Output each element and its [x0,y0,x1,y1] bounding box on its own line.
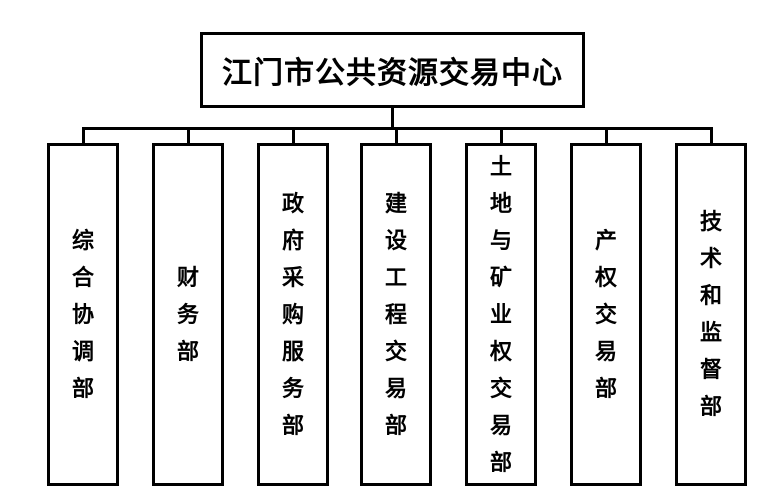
dept-node-4: 建设工程交易部 [360,143,432,486]
connector-stub-1 [82,127,85,145]
dept-node-3: 政府采购服务部 [257,143,329,486]
dept-node-2-label: 财务部 [176,264,199,365]
connector-stub-2 [187,127,190,145]
dept-node-4-label: 建设工程交易部 [384,190,407,439]
root-node-label: 江门市公共资源交易中心 [222,56,563,91]
dept-node-7-label: 技术和监督部 [699,209,722,420]
dept-node-6: 产权交易部 [570,143,642,486]
connector-trunk [391,105,394,130]
connector-stub-6 [605,127,608,145]
dept-node-2: 财务部 [152,143,224,486]
connector-stub-3 [292,127,295,145]
connector-stub-4 [395,127,398,145]
root-node: 江门市公共资源交易中心 [200,32,585,108]
dept-node-7: 技术和监督部 [675,143,747,486]
dept-node-1-label: 综合协调部 [71,227,94,402]
dept-node-1: 综合协调部 [47,143,119,486]
dept-node-3-label: 政府采购服务部 [281,190,304,439]
connector-stub-5 [500,127,503,145]
dept-node-5-label: 土地与矿业权交易部 [489,153,512,476]
dept-node-6-label: 产权交易部 [594,227,617,402]
dept-node-5: 土地与矿业权交易部 [465,143,537,486]
connector-stub-7 [710,127,713,145]
